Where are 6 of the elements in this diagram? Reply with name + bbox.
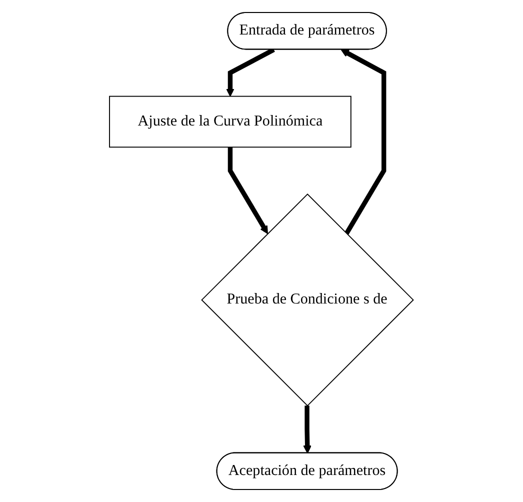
arrow: [228, 147, 268, 234]
arrow: [226, 48, 276, 97]
arrow: [303, 406, 312, 454]
node-box: Ajuste de la Curva Polinómica: [109, 96, 352, 148]
node-diamond: Prueba de Condicione s de: [201, 194, 414, 406]
arrow: [340, 49, 386, 235]
